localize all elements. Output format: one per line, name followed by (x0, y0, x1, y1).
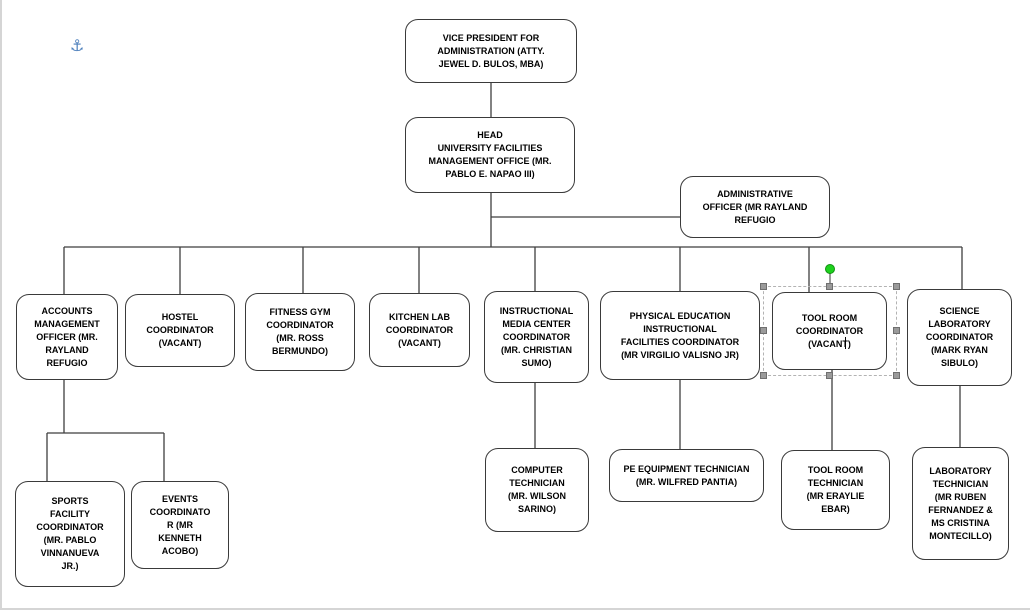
org-node-label: TOOL ROOM COORDINATOR (VACANT) (795, 312, 864, 349)
org-node-label: PE EQUIPMENT TECHNICIAN (MR. WILFRED PAN… (623, 463, 750, 487)
org-node-label: SCIENCE LABORATORY COORDINATOR (MARK RYA… (925, 306, 994, 368)
org-node-instructional-media-coordinator[interactable]: INSTRUCTIONAL MEDIA CENTER COORDINATOR (… (484, 291, 589, 383)
org-node-hostel-coordinator[interactable]: HOSTEL COORDINATOR (VACANT) (125, 294, 235, 367)
org-node-laboratory-technician[interactable]: LABORATORY TECHNICIAN (MR RUBEN FERNANDE… (912, 447, 1009, 560)
org-node-label: LABORATORY TECHNICIAN (MR RUBEN FERNANDE… (928, 465, 993, 541)
org-node-label: KITCHEN LAB COORDINATOR (VACANT) (385, 311, 454, 348)
resize-handle-top-center[interactable] (826, 283, 833, 290)
org-node-label: EVENTS COORDINATO R (MR KENNETH ACOBO) (149, 493, 211, 556)
resize-handle-bottom-left[interactable] (760, 372, 767, 379)
org-node-label: PHYSICAL EDUCATION INSTRUCTIONAL FACILIT… (620, 310, 740, 360)
org-node-vice-president[interactable]: VICE PRESIDENT FOR ADMINISTRATION (ATTY.… (405, 19, 577, 83)
org-node-label: VICE PRESIDENT FOR ADMINISTRATION (ATTY.… (437, 32, 545, 69)
resize-handle-middle-left[interactable] (760, 327, 767, 334)
resize-handle-bottom-center[interactable] (826, 372, 833, 379)
org-node-label: INSTRUCTIONAL MEDIA CENTER COORDINATOR (… (499, 305, 574, 368)
org-node-accounts-management[interactable]: ACCOUNTS MANAGEMENT OFFICER (MR. RAYLAND… (16, 294, 118, 380)
org-node-label: FITNESS GYM COORDINATOR (MR. ROSS BERMUN… (266, 307, 334, 356)
org-node-tool-room-technician[interactable]: TOOL ROOM TECHNICIAN (MR ERAYLIE EBAR) (781, 450, 890, 530)
org-node-tool-room-coordinator[interactable]: TOOL ROOM COORDINATOR (VACANT) (772, 292, 887, 370)
org-node-pe-equipment-technician[interactable]: PE EQUIPMENT TECHNICIAN (MR. WILFRED PAN… (609, 449, 764, 502)
org-node-kitchen-lab-coordinator[interactable]: KITCHEN LAB COORDINATOR (VACANT) (369, 293, 470, 367)
org-node-label: HEAD UNIVERSITY FACILITIES MANAGEMENT OF… (428, 130, 552, 179)
org-node-label: TOOL ROOM TECHNICIAN (MR ERAYLIE EBAR) (806, 465, 865, 514)
rotation-handle-stem (829, 272, 831, 285)
org-node-label: ADMINISTRATIVE OFFICER (MR RAYLAND REFUG… (702, 188, 808, 225)
rotation-handle[interactable] (825, 264, 835, 274)
org-node-computer-technician[interactable]: COMPUTER TECHNICIAN (MR. WILSON SARINO) (485, 448, 589, 532)
org-node-label: COMPUTER TECHNICIAN (MR. WILSON SARINO) (508, 465, 566, 514)
org-node-administrative-officer[interactable]: ADMINISTRATIVE OFFICER (MR RAYLAND REFUG… (680, 176, 830, 238)
org-node-label: SPORTS FACILITY COORDINATOR (MR. PABLO V… (36, 496, 104, 571)
org-node-sports-facility-coordinator[interactable]: SPORTS FACILITY COORDINATOR (MR. PABLO V… (15, 481, 125, 587)
resize-handle-top-left[interactable] (760, 283, 767, 290)
resize-handle-middle-right[interactable] (893, 327, 900, 334)
org-node-events-coordinator[interactable]: EVENTS COORDINATO R (MR KENNETH ACOBO) (131, 481, 229, 569)
anchor-icon[interactable]: ⚓ (70, 36, 85, 55)
org-node-label: HOSTEL COORDINATOR (VACANT) (146, 312, 214, 348)
resize-handle-top-right[interactable] (893, 283, 900, 290)
org-node-science-lab-coordinator[interactable]: SCIENCE LABORATORY COORDINATOR (MARK RYA… (907, 289, 1012, 386)
org-node-label: ACCOUNTS MANAGEMENT OFFICER (MR. RAYLAND… (34, 305, 100, 368)
org-node-head-facilities[interactable]: HEAD UNIVERSITY FACILITIES MANAGEMENT OF… (405, 117, 575, 193)
text-cursor (845, 337, 847, 349)
resize-handle-bottom-right[interactable] (893, 372, 900, 379)
org-node-fitness-gym-coordinator[interactable]: FITNESS GYM COORDINATOR (MR. ROSS BERMUN… (245, 293, 355, 371)
org-node-pe-facilities-coordinator[interactable]: PHYSICAL EDUCATION INSTRUCTIONAL FACILIT… (600, 291, 760, 380)
